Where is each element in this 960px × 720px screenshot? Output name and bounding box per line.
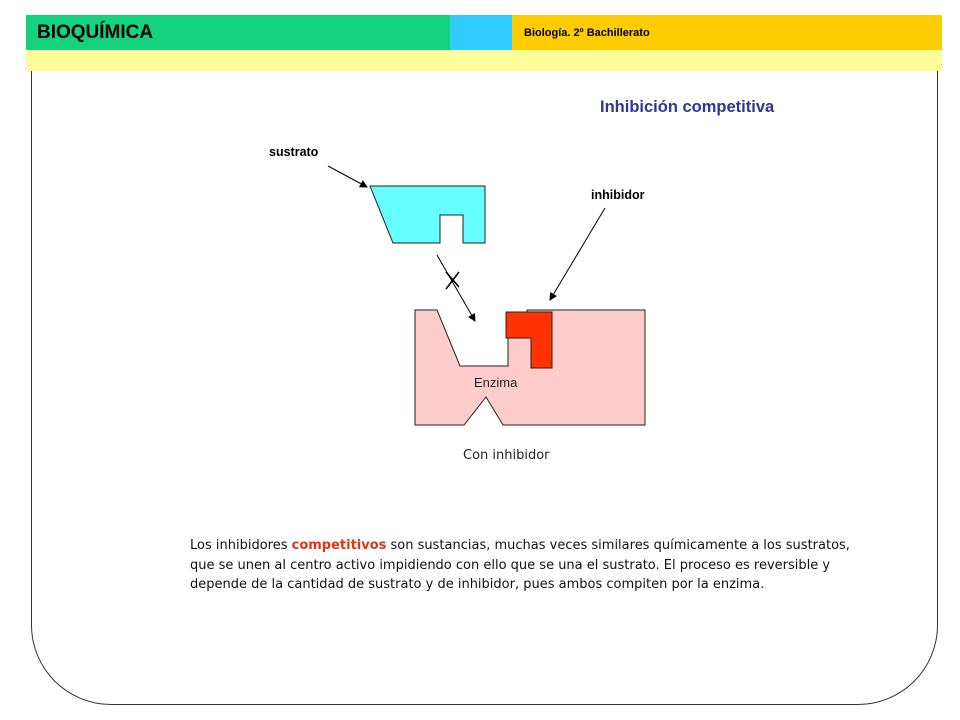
blocked-cross-icon [445, 271, 460, 290]
header-bar: BIOQUÍMICA Biología. 2º Bachillerato [26, 15, 942, 50]
header-underbar [26, 50, 942, 71]
diagram-caption: Con inhibidor [463, 448, 550, 463]
enzyme-shape [414, 309, 646, 426]
description-text-start: Los inhibidores [190, 538, 292, 553]
inhibitor-label: inhibidor [591, 188, 645, 202]
inhibitor-shape [505, 311, 553, 369]
binding-arrow [436, 254, 476, 322]
enzyme-label: Enzima [474, 375, 518, 390]
course-label: Biología. 2º Bachillerato [524, 26, 650, 39]
header-subject-segment: BIOQUÍMICA [26, 15, 450, 50]
description-highlight: competitivos [291, 538, 387, 553]
content-frame [31, 71, 938, 705]
description-text-end: son sustancias, muchas veces similares q… [190, 538, 850, 592]
header-accent-segment [450, 15, 512, 50]
diagram-title: Inhibición competitiva [600, 98, 775, 116]
description-paragraph: Los inhibidores competitivos son sustanc… [190, 536, 850, 595]
inhibitor-arrow [549, 207, 606, 301]
substrate-label: sustrato [269, 145, 319, 159]
header-course-segment: Biología. 2º Bachillerato [512, 15, 942, 50]
subject-title: BIOQUÍMICA [37, 21, 154, 43]
substrate-arrow [327, 165, 368, 188]
substrate-shape [369, 185, 486, 244]
